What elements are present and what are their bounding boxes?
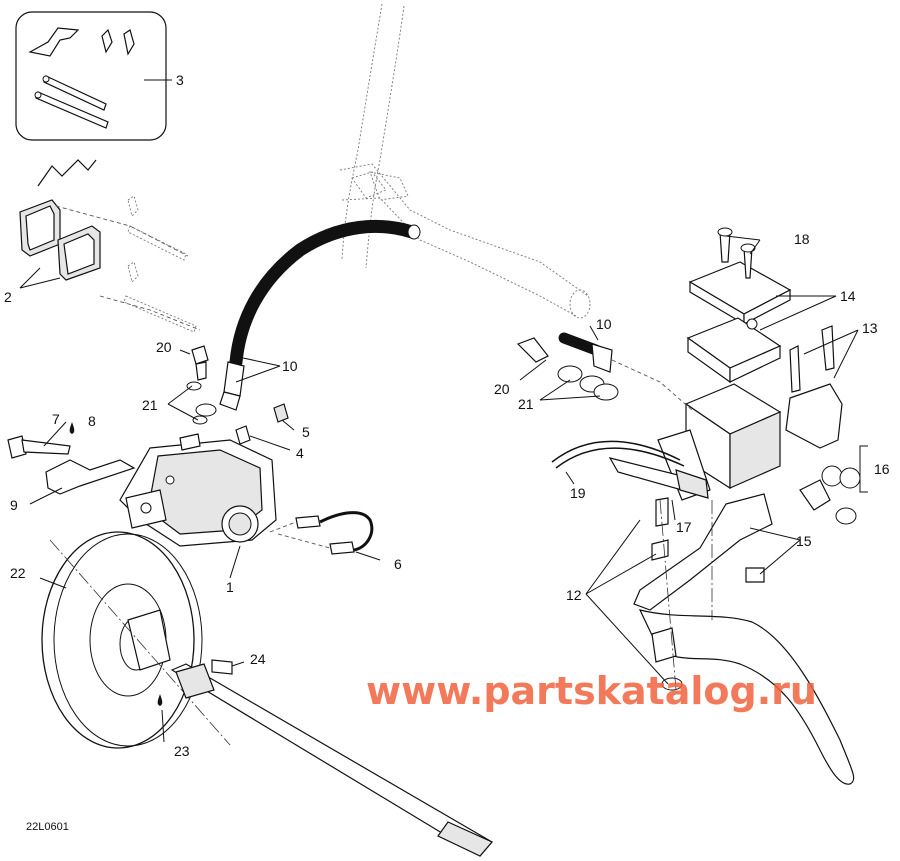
leader-lines	[19, 79, 868, 743]
brake-hose	[195, 219, 421, 417]
callout-18: 18	[794, 231, 810, 247]
callout-2: 2	[4, 289, 12, 305]
brake-lever	[633, 465, 861, 785]
brake-line-fittings	[269, 511, 374, 555]
drive-shaft	[170, 659, 493, 857]
callout-23: 23	[174, 743, 190, 759]
callout-3: 3	[176, 72, 184, 88]
callout-21-right: 21	[518, 396, 534, 412]
drawing-code: 22L0601	[26, 821, 69, 833]
callout-labels: 1 2 3 4 5 6 7 8 9 10 10 12 13 14 15 16 1…	[4, 72, 890, 759]
callout-10-right: 10	[596, 316, 612, 332]
callout-22: 22	[10, 565, 26, 581]
caliper-bolt	[7, 422, 136, 495]
banjo-bolt-right	[516, 332, 693, 411]
master-cylinder	[657, 227, 843, 501]
pin-kit-box	[15, 11, 167, 141]
brake-pads	[19, 159, 201, 333]
callout-19: 19	[570, 485, 586, 501]
callout-4: 4	[296, 445, 304, 461]
callout-10-left: 10	[282, 358, 298, 374]
banjo-bolt-left	[186, 345, 209, 425]
brake-switch	[551, 440, 709, 499]
callout-6: 6	[394, 556, 402, 572]
callout-20-right: 20	[494, 381, 510, 397]
callout-21-left: 21	[142, 397, 158, 413]
bleeder-screw	[235, 403, 289, 445]
callout-5: 5	[302, 424, 310, 440]
callout-13: 13	[862, 320, 878, 336]
callout-14: 14	[840, 288, 856, 304]
callout-7: 7	[52, 411, 60, 427]
callout-12: 12	[566, 587, 582, 603]
brake-disc	[41, 531, 231, 749]
watermark-text: www.partskatalog.ru	[366, 669, 817, 713]
callout-20-left: 20	[156, 339, 172, 355]
callout-15: 15	[796, 533, 812, 549]
handlebar-phantom	[339, 3, 591, 319]
callout-8: 8	[88, 413, 96, 429]
callout-24: 24	[250, 651, 266, 667]
brake-caliper	[119, 433, 277, 547]
callout-1: 1	[226, 579, 234, 595]
callout-16: 16	[874, 461, 890, 477]
callout-9: 9	[10, 497, 18, 513]
callout-17: 17	[676, 519, 692, 535]
